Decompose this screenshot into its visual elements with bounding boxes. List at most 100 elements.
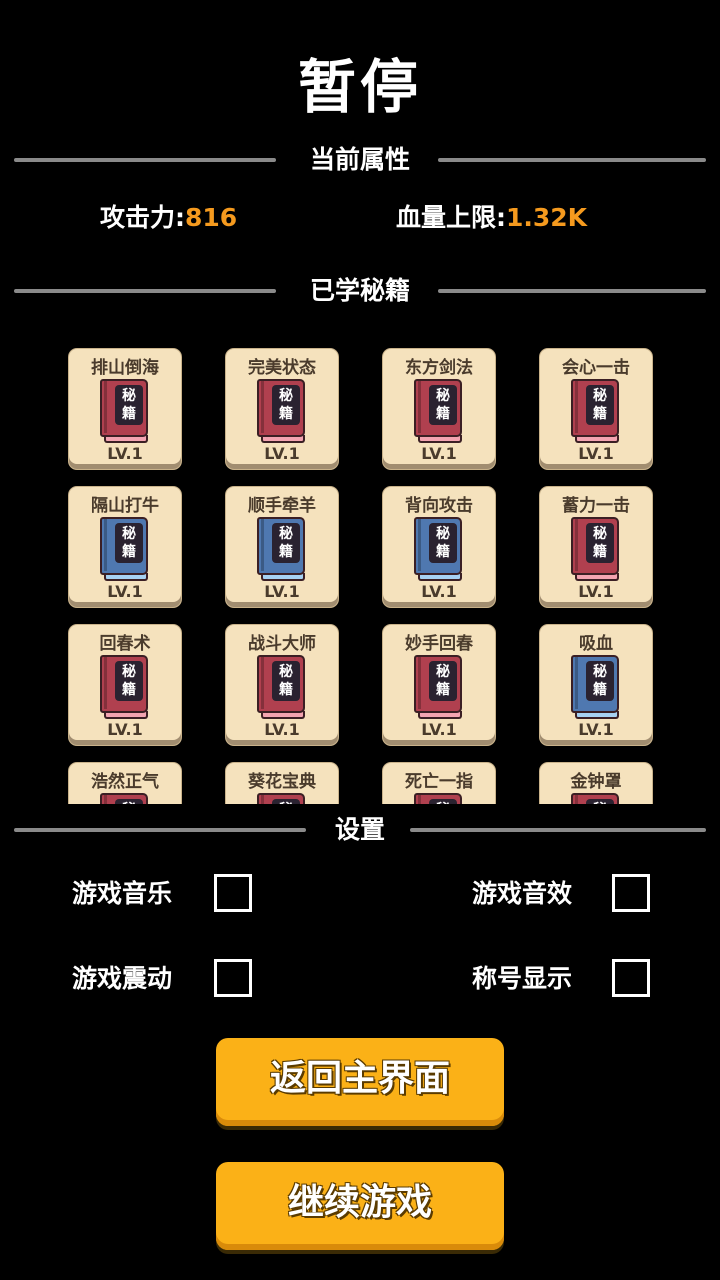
skill-name: 背向攻击	[405, 496, 473, 516]
book-spine	[418, 381, 421, 433]
book-text-bottom: 籍	[122, 544, 136, 560]
vibration-checkbox[interactable]	[214, 959, 252, 997]
book-pages	[261, 573, 305, 581]
book-text-bottom: 籍	[279, 406, 293, 422]
book-plate: 秘籍	[115, 661, 143, 701]
skills-section-header: 已学秘籍	[0, 271, 720, 311]
book-plate: 秘籍	[115, 799, 143, 804]
skill-level: LV.1	[578, 582, 614, 601]
skill-level: LV.1	[107, 720, 143, 739]
skill-card[interactable]: 浩然正气秘籍LV.1	[69, 763, 181, 804]
skill-name: 死亡一指	[405, 772, 473, 792]
skill-level: LV.1	[578, 720, 614, 739]
skill-name: 蓄力一击	[562, 496, 630, 516]
section-title-attributes: 当前属性	[309, 145, 410, 174]
continue-game-button[interactable]: 继续游戏	[216, 1162, 504, 1250]
book-pages	[104, 711, 148, 719]
book-pages	[104, 435, 148, 443]
book-text-top: 秘	[593, 526, 607, 542]
book-text-top: 秘	[429, 801, 457, 804]
book-pages	[261, 711, 305, 719]
book-pages	[575, 711, 619, 719]
stats-row: 攻击力:816 血量上限:1.32K	[0, 196, 720, 240]
book-spine	[104, 657, 107, 709]
skill-card[interactable]: 蓄力一击秘籍 LV.1	[540, 487, 652, 607]
book-text-top: 秘	[593, 388, 607, 404]
book-text-top: 秘	[279, 388, 293, 404]
setting-sfx: 游戏音效	[472, 874, 652, 914]
skill-book-icon: 秘籍	[571, 655, 621, 719]
title-display-checkbox[interactable]	[612, 959, 650, 997]
book-pages	[418, 435, 462, 443]
book-text-bottom: 籍	[279, 682, 293, 698]
book-pages	[418, 573, 462, 581]
skill-card[interactable]: 顺手牵羊秘籍 LV.1	[226, 487, 338, 607]
skill-card[interactable]: 死亡一指秘籍LV.1	[383, 763, 495, 804]
skill-book-icon: 秘籍	[571, 793, 621, 804]
skill-name: 顺手牵羊	[248, 496, 316, 516]
skill-name: 战斗大师	[248, 634, 316, 654]
divider	[14, 289, 276, 293]
divider	[438, 158, 706, 162]
book-text-top: 秘	[436, 664, 450, 680]
book-text-bottom: 籍	[436, 544, 450, 560]
divider	[438, 289, 706, 293]
book-spine	[104, 519, 107, 571]
skill-level: LV.1	[264, 720, 300, 739]
book-cover	[571, 793, 619, 804]
book-plate: 秘籍	[272, 523, 300, 563]
skill-book-icon: 秘籍	[257, 655, 307, 719]
skill-level: LV.1	[421, 720, 457, 739]
settings-section-header: 设置	[0, 810, 720, 850]
skill-level: LV.1	[421, 444, 457, 463]
book-plate: 秘籍	[272, 799, 300, 804]
book-spine	[575, 795, 578, 804]
book-plate: 秘籍	[429, 661, 457, 701]
skill-level: LV.1	[264, 582, 300, 601]
book-spine	[418, 519, 421, 571]
book-cover	[257, 793, 305, 804]
skill-card[interactable]: 葵花宝典秘籍LV.1	[226, 763, 338, 804]
setting-title-display: 称号显示	[472, 959, 652, 999]
book-spine	[104, 381, 107, 433]
skill-name: 回春术	[99, 634, 151, 654]
skill-name: 隔山打牛	[91, 496, 159, 516]
skill-card[interactable]: 金钟罩秘籍LV.1	[540, 763, 652, 804]
return-main-menu-button[interactable]: 返回主界面	[216, 1038, 504, 1126]
book-text-top: 秘	[122, 388, 136, 404]
book-text-bottom: 籍	[593, 544, 607, 560]
skill-card[interactable]: 回春术秘籍 LV.1	[69, 625, 181, 745]
skill-book-icon: 秘籍	[257, 793, 307, 804]
attack-label: 攻击力:	[100, 203, 185, 232]
skill-book-icon: 秘籍	[100, 655, 150, 719]
skill-name: 金钟罩	[570, 772, 622, 792]
book-text-top: 秘	[279, 526, 293, 542]
music-checkbox[interactable]	[214, 874, 252, 912]
book-spine	[261, 381, 264, 433]
skill-book-icon: 秘籍	[414, 379, 464, 443]
book-plate: 秘籍	[429, 799, 457, 804]
book-text-top: 秘	[272, 801, 300, 804]
book-spine	[575, 381, 578, 433]
skill-book-icon: 秘籍	[100, 517, 150, 581]
setting-music-label: 游戏音乐	[72, 879, 173, 908]
book-plate: 秘籍	[586, 523, 614, 563]
setting-vibration: 游戏震动	[72, 959, 252, 999]
book-pages	[261, 435, 305, 443]
skill-name: 排山倒海	[91, 358, 159, 378]
setting-sfx-label: 游戏音效	[472, 879, 573, 908]
sfx-checkbox[interactable]	[612, 874, 650, 912]
divider	[14, 158, 276, 162]
book-spine	[418, 657, 421, 709]
skill-book-icon: 秘籍	[414, 793, 464, 804]
